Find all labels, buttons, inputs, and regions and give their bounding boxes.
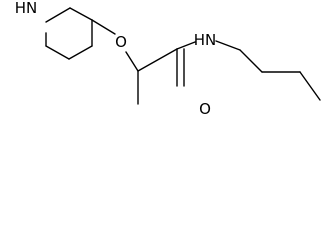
bond-ring-c5-c6 <box>45 45 70 60</box>
atom-label-ether-o: O <box>115 33 127 51</box>
bond-butyl-c1-c2 <box>239 49 263 73</box>
piperidine-ring <box>45 7 93 60</box>
bond-ether-o-alpha-c <box>125 51 139 72</box>
atom-label-amide-nh: HN <box>194 31 217 49</box>
bond-ring-c2-c3 <box>69 7 93 21</box>
bond-c3-ether-o <box>91 19 116 35</box>
bond-alpha-c-carbonyl-c <box>137 48 178 72</box>
chemical-structure-diagram: HN O HN O <box>15 0 321 118</box>
atom-label-piperidine-nh: HN <box>15 0 38 17</box>
bond-ring-c4-c5 <box>68 45 93 60</box>
bond-amide-n-c1 <box>215 40 241 51</box>
bond-carbonyl-c-amide-n <box>176 41 196 50</box>
bond-butyl-c3-c4 <box>299 71 321 101</box>
atom-label-carbonyl-o: O <box>199 100 211 118</box>
bond-ring-n-c2 <box>45 7 71 23</box>
